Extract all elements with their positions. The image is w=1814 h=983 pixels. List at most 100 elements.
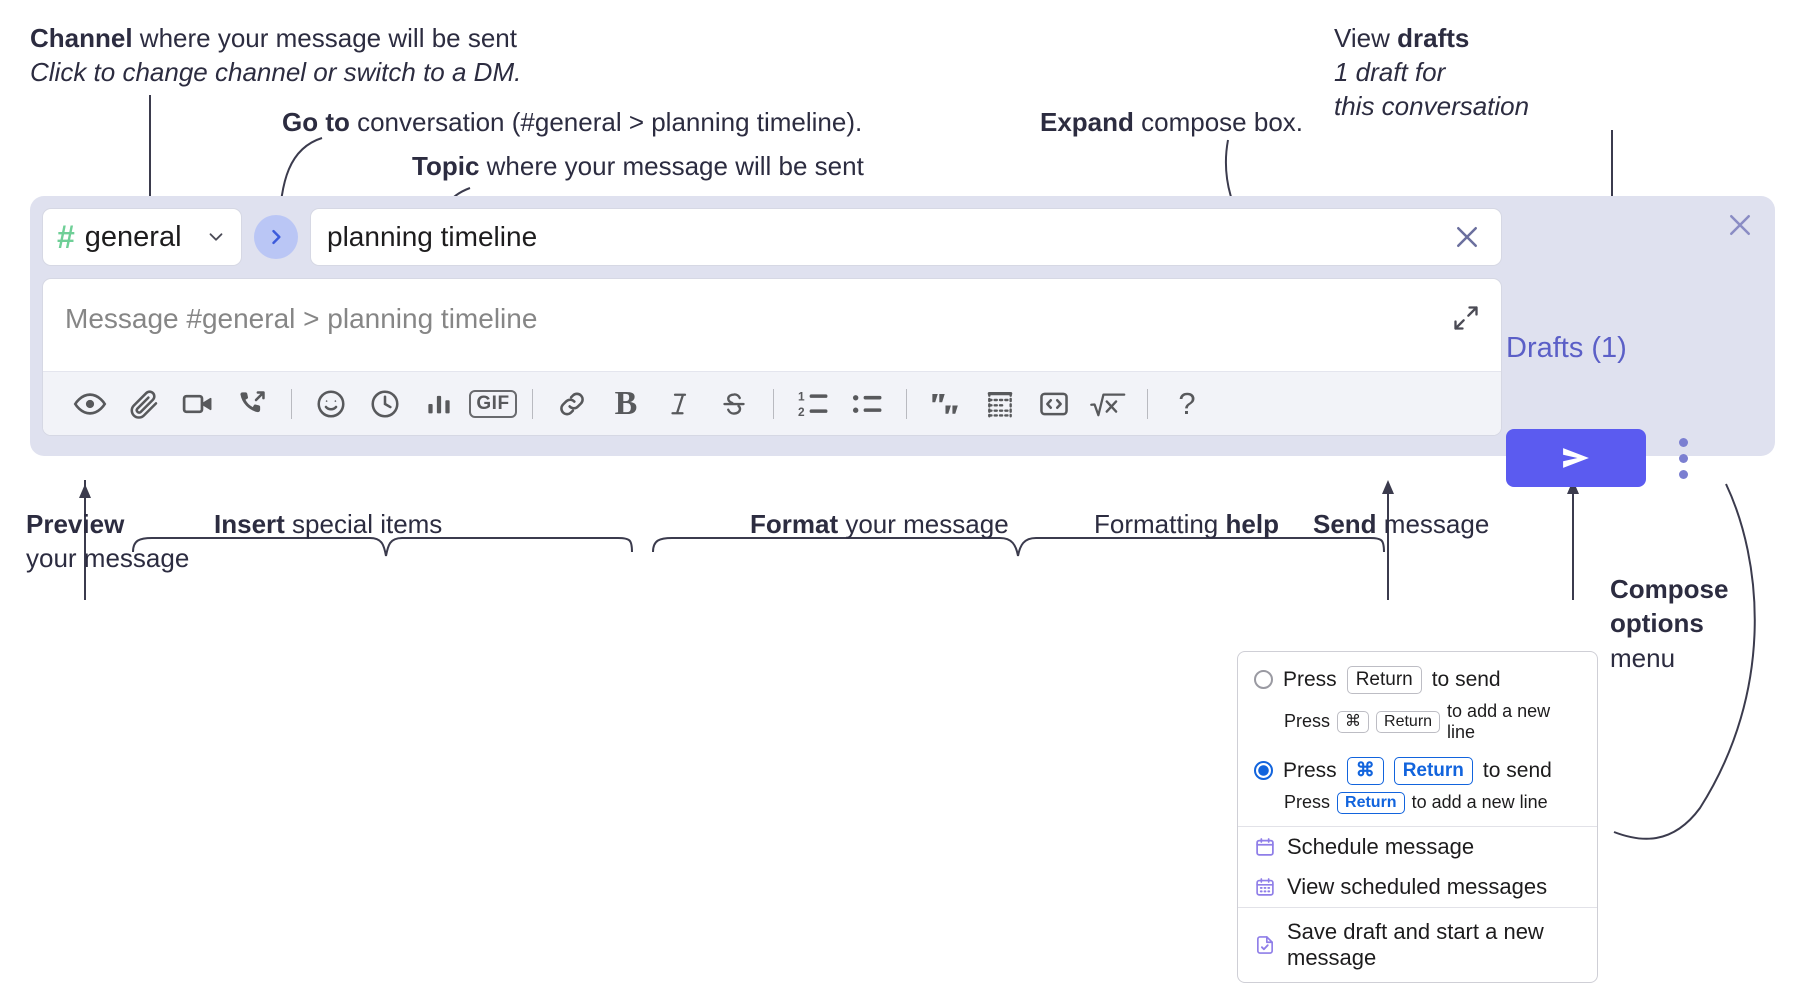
kebab-dot (1678, 437, 1688, 447)
italic-icon[interactable] (653, 377, 707, 431)
code-icon[interactable] (1027, 377, 1081, 431)
menu-item-view-scheduled[interactable]: View scheduled messages (1238, 867, 1597, 907)
video-icon[interactable] (171, 377, 225, 431)
toolbar-separator (906, 388, 907, 419)
radio-unselected-icon[interactable] (1254, 670, 1273, 690)
kebab-dot (1678, 453, 1688, 463)
annotation-help: Formatting help (1094, 508, 1279, 542)
annotation-insert-rest: special items (284, 509, 443, 539)
annotation-preview-bold: Preview (26, 509, 125, 539)
help-icon[interactable]: ? (1160, 377, 1214, 431)
clear-topic-icon[interactable] (1449, 219, 1485, 255)
send-option-2-sub-post: to add a new line (1411, 792, 1548, 812)
audio-call-icon[interactable] (225, 377, 279, 431)
message-input[interactable]: Message #general > planning timeline (43, 279, 1501, 371)
link-icon[interactable] (545, 377, 599, 431)
clock-icon[interactable] (358, 377, 412, 431)
go-to-conversation-button[interactable] (254, 215, 298, 259)
annotation-topic-bold: Topic (412, 151, 480, 181)
menu-divider (1238, 906, 1597, 908)
ordered-list-icon[interactable]: 1 2 (786, 377, 840, 431)
annotation-help-bold: help (1225, 509, 1279, 539)
send-option-2-subtext: Press Return to add a new line (1284, 791, 1581, 814)
annotation-co-l2: options (1610, 608, 1704, 639)
toolbar-separator (532, 388, 533, 419)
expand-compose-icon[interactable] (1449, 301, 1483, 335)
menu-divider (1238, 825, 1597, 827)
send-option-2-sub-key: Return (1337, 791, 1405, 814)
compose-inner: # general planning timeline Message (42, 208, 1502, 436)
bulleted-list-icon[interactable] (840, 377, 894, 431)
radio-selected-icon[interactable] (1254, 761, 1273, 781)
annotation-compose-options: Compose options menu (1610, 572, 1728, 675)
hash-icon: # (57, 219, 75, 255)
send-option-1-sub-key2: Return (1376, 710, 1441, 733)
compose-panel: # general planning timeline Message (30, 196, 1775, 456)
annotation-insert-bold: Insert (214, 509, 285, 539)
more-options-icon[interactable] (1668, 432, 1698, 484)
help-label: ? (1178, 386, 1196, 421)
send-option-1-key: Return (1346, 666, 1422, 694)
send-icon (1563, 448, 1589, 468)
send-option-1-post: to send (1431, 667, 1501, 691)
kebab-dot (1678, 469, 1688, 479)
send-option-1-sub-post: to add a new line (1447, 700, 1551, 742)
annotation-drafts-l3: this conversation (1334, 90, 1530, 121)
annotation-goto-bold: Go to (282, 107, 350, 137)
menu-item-save-draft-label: Save draft and start a new message (1287, 918, 1544, 970)
annotation-expand-bold: Expand (1040, 107, 1134, 137)
bold-icon[interactable]: B (599, 377, 653, 431)
send-option-2-post: to send (1482, 758, 1552, 782)
calendar-grid-icon (1254, 876, 1276, 898)
toolbar-separator (773, 388, 774, 419)
send-option-1-subtext: Press ⌘ Return to add a new line (1284, 701, 1581, 743)
send-option-2-sub-pre: Press (1284, 792, 1331, 812)
gif-icon[interactable]: GIF (466, 377, 520, 431)
poll-icon[interactable] (412, 377, 466, 431)
annotation-channel: Channel where your message will be sent … (30, 22, 521, 90)
emoji-icon[interactable] (304, 377, 358, 431)
send-option-2-key2: Return (1393, 756, 1473, 785)
code-block-icon[interactable] (973, 377, 1027, 431)
annotation-goto-rest: conversation (#general > planning timeli… (349, 107, 863, 137)
preview-icon[interactable] (63, 377, 117, 431)
menu-item-schedule-label: Schedule message (1287, 833, 1475, 859)
menu-item-save-draft[interactable]: Save draft and start a new message (1238, 908, 1597, 982)
annotation-format: Format your message (750, 508, 1009, 542)
annotation-drafts-bold: drafts (1397, 23, 1470, 53)
annotation-co-l1: Compose (1610, 574, 1729, 604)
compose-options-menu: Press Return to send Press ⌘ Return to a… (1237, 651, 1598, 983)
annotation-topic: Topic where your message will be sent (412, 150, 864, 184)
send-option-1-sub-key1: ⌘ (1337, 710, 1370, 733)
menu-item-view-scheduled-label: View scheduled messages (1287, 873, 1548, 899)
strikethrough-icon[interactable] (707, 377, 761, 431)
annotation-format-rest: your message (838, 509, 1009, 539)
annotation-expand-rest: compose box. (1133, 107, 1304, 137)
annotation-channel-rest: where your message will be sent (132, 23, 517, 53)
annotation-goto: Go to conversation (#general > planning … (282, 106, 862, 140)
attachment-icon[interactable] (117, 377, 171, 431)
chevron-down-icon (209, 233, 223, 241)
close-icon[interactable] (1723, 208, 1757, 242)
svg-text:2: 2 (798, 404, 805, 418)
annotation-insert: Insert special items (214, 508, 442, 542)
send-option-2-pre: Press (1283, 758, 1337, 782)
annotation-drafts-l2: 1 draft for (1334, 56, 1446, 87)
blockquote-icon[interactable] (919, 377, 973, 431)
menu-item-schedule-message[interactable]: Schedule message (1238, 827, 1597, 867)
annotation-preview-l2: your message (26, 542, 190, 573)
message-box: Message #general > planning timeline (42, 278, 1502, 436)
drafts-link[interactable]: Drafts (1) (1506, 332, 1627, 364)
annotation-topic-rest: where your message will be sent (479, 151, 864, 181)
send-option-cmd-return[interactable]: Press ⌘ Return to send (1254, 756, 1581, 785)
annotation-format-bold: Format (750, 509, 839, 539)
send-option-return[interactable]: Press Return to send (1254, 666, 1581, 694)
bold-label: B (614, 384, 638, 422)
topic-input[interactable]: planning timeline (310, 208, 1502, 266)
channel-selector[interactable]: # general (42, 208, 242, 266)
math-icon[interactable] (1081, 377, 1135, 431)
save-draft-icon (1254, 934, 1276, 956)
annotation-expand: Expand compose box. (1040, 106, 1303, 140)
gif-label: GIF (469, 389, 517, 418)
send-button[interactable] (1506, 429, 1646, 487)
